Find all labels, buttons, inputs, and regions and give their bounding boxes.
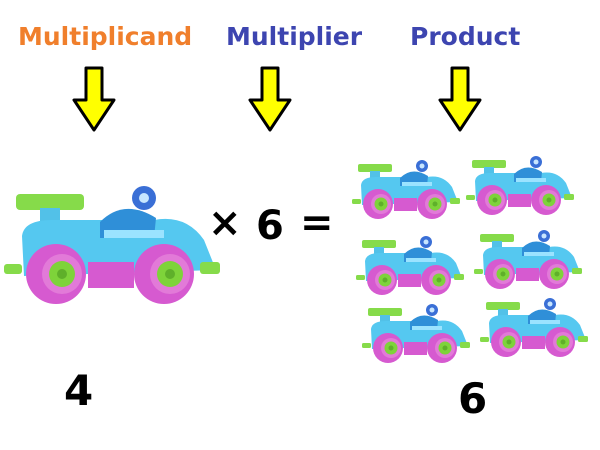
toy-race-car-icon: [466, 152, 576, 217]
toy-race-car-icon: [474, 226, 584, 291]
toy-race-car-icon: [4, 178, 224, 308]
arrow-down-icon: [248, 66, 292, 132]
arrow-down-icon: [438, 66, 482, 132]
multiplier-label: Multiplier: [226, 22, 363, 51]
multiplicand-label: Multiplicand: [18, 22, 193, 51]
arrow-down-icon: [72, 66, 116, 132]
toy-race-car-icon: [362, 300, 472, 365]
equals-sign: =: [300, 200, 334, 246]
toy-race-car-icon: [352, 156, 462, 221]
multiplicand-value: 4: [64, 366, 94, 415]
toy-race-car-icon: [480, 294, 590, 359]
multiplier-value: 6: [256, 203, 284, 249]
product-value: 6: [458, 374, 488, 423]
times-sign: ×: [208, 200, 242, 246]
product-label: Product: [410, 22, 521, 51]
toy-race-car-icon: [356, 232, 466, 297]
